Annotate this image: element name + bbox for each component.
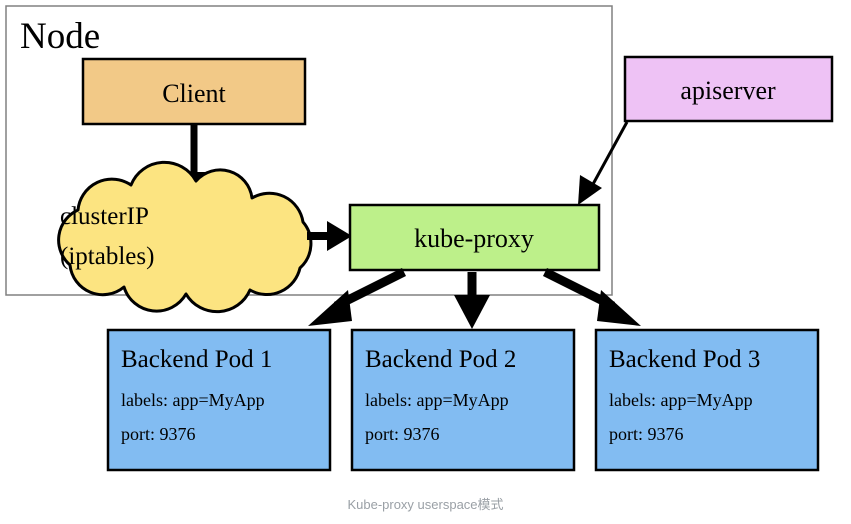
pod-1-labels: labels: app=MyApp <box>121 390 265 410</box>
arrow-kubeproxy-to-pod-1 <box>308 267 407 326</box>
node-container-label: Node <box>20 16 100 57</box>
client-label: Client <box>162 79 226 108</box>
pod-3-title: Backend Pod 3 <box>609 346 760 373</box>
kube-proxy-label: kube-proxy <box>414 224 534 253</box>
pod-3-labels: labels: app=MyApp <box>609 390 753 410</box>
backend-pod-2[interactable]: Backend Pod 2 labels: app=MyApp port: 93… <box>350 328 576 472</box>
arrow-kubeproxy-to-pod-3 <box>542 267 641 326</box>
apiserver-box[interactable] <box>623 55 834 123</box>
apiserver-label: apiserver <box>680 76 776 105</box>
pod-2-labels: labels: app=MyApp <box>365 390 509 410</box>
backend-pod-3[interactable]: Backend Pod 3 labels: app=MyApp port: 93… <box>594 328 820 472</box>
clusterip-label-line2: (iptables) <box>60 243 154 270</box>
pod-1-port: port: 9376 <box>121 424 196 444</box>
figure-caption: Kube-proxy userspace模式 <box>347 497 504 512</box>
clusterip-cloud[interactable]: clusterIP (iptables) <box>57 160 313 314</box>
backend-pod-1[interactable]: Backend Pod 1 labels: app=MyApp port: 93… <box>106 328 332 472</box>
pod-2-port: port: 9376 <box>365 424 440 444</box>
clusterip-label-line1: clusterIP <box>60 203 149 230</box>
arrow-kubeproxy-to-pod-2 <box>454 272 490 329</box>
pod-2-title: Backend Pod 2 <box>365 346 516 373</box>
pod-1-title: Backend Pod 1 <box>121 346 272 373</box>
pod-3-port: port: 9376 <box>609 424 684 444</box>
kube-proxy-box[interactable] <box>348 203 601 272</box>
arrow-apiserver-to-kubeproxy <box>578 121 629 205</box>
arrow-clusterip-to-kubeproxy <box>307 221 352 251</box>
